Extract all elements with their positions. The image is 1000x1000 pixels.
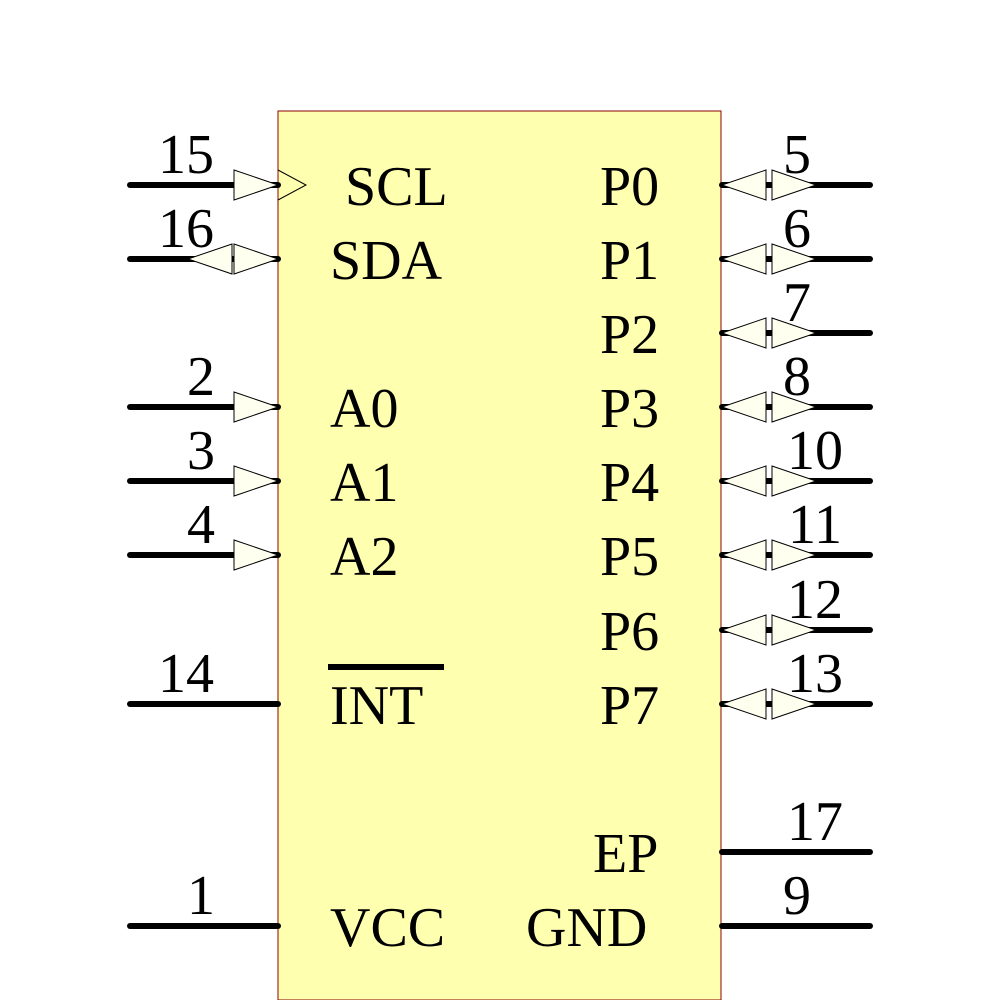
pin-label-a1: A1: [330, 452, 398, 514]
pin-number-1: 1: [187, 865, 215, 927]
pin-label-p6: P6: [600, 601, 659, 663]
pin-number-4: 4: [187, 494, 215, 556]
clock-arrow-icon: [277, 169, 308, 201]
pins-group: 15SCL16SDA2A03A14A214INT1VCC5P06P17P28P3…: [127, 124, 873, 959]
bidir-arrow-right-icon: [771, 243, 818, 275]
pin-label-p1: P1: [600, 230, 659, 292]
bidir-arrow-right-icon: [771, 539, 818, 571]
pin-label-ep: EP: [593, 823, 658, 885]
pin-number-17: 17: [787, 791, 843, 853]
input-arrow-icon: [233, 169, 280, 201]
pin-label-p2: P2: [600, 304, 659, 366]
bidir-arrow-right-icon: [771, 317, 818, 349]
pin-label-a2: A2: [330, 526, 398, 588]
input-arrow-icon: [233, 391, 280, 423]
pin-label-p7: P7: [600, 675, 659, 737]
pin-number-3: 3: [187, 420, 215, 482]
pin-label-p0: P0: [600, 156, 659, 218]
pin-number-13: 13: [787, 643, 843, 705]
pin-number-2: 2: [187, 346, 215, 408]
bidir-arrow-left-icon: [720, 169, 767, 201]
pin-label-p4: P4: [600, 452, 659, 514]
pin-number-9: 9: [783, 865, 811, 927]
component-body: [277, 110, 722, 1000]
bidir-arrow-right-icon: [771, 465, 818, 497]
bidir-arrow-right-icon: [771, 614, 818, 646]
pin-label-sda: SDA: [330, 230, 443, 292]
bidir-arrow-right-icon: [233, 243, 280, 275]
input-arrow-icon: [233, 539, 280, 571]
pin-label-a0: A0: [330, 378, 398, 440]
pin-number-12: 12: [787, 569, 843, 631]
pin-label-gnd: GND: [526, 897, 647, 959]
pin-number-10: 10: [787, 420, 843, 482]
pin-label-p3: P3: [600, 378, 659, 440]
input-arrow-icon: [233, 465, 280, 497]
bidir-arrow-left-icon: [720, 614, 767, 646]
pin-number-14: 14: [158, 643, 214, 705]
pin-label-vcc: VCC: [330, 897, 445, 959]
bidir-arrow-left-icon: [720, 539, 767, 571]
pin-number-16: 16: [158, 198, 214, 260]
pin-label-scl: SCL: [345, 156, 448, 218]
pin-number-11: 11: [788, 494, 842, 556]
bidir-arrow-left-icon: [720, 688, 767, 720]
bidir-arrow-left-icon: [720, 317, 767, 349]
bidir-arrow-left-icon: [720, 465, 767, 497]
pin-label-p5: P5: [600, 526, 659, 588]
pin-label-int: INT: [330, 675, 423, 737]
bidir-arrow-left-icon: [720, 391, 767, 423]
bidir-arrow-right-icon: [771, 169, 818, 201]
bidir-arrow-right-icon: [771, 391, 818, 423]
bidir-arrow-left-icon: [186, 243, 233, 275]
bidir-arrow-right-icon: [771, 688, 818, 720]
pin-number-15: 15: [158, 124, 214, 186]
bidir-arrow-left-icon: [720, 243, 767, 275]
